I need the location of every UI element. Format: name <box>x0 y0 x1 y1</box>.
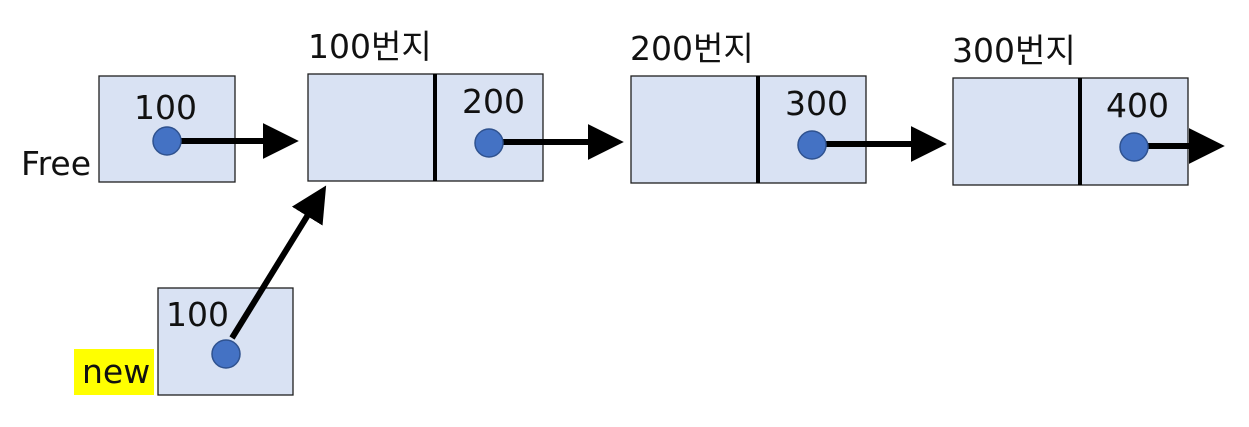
node-300-address: 300번지 <box>952 31 1076 70</box>
node-200-next-value: 300 <box>785 84 848 123</box>
node-200-address: 200번지 <box>630 29 754 68</box>
new-label: new <box>82 352 150 391</box>
node-300-pointer-dot <box>1119 132 1149 162</box>
node-300-box <box>952 77 1189 186</box>
new-to-node-100-arrow <box>229 185 327 340</box>
node-200-pointer-dot <box>797 130 827 160</box>
node-200-box <box>630 75 867 184</box>
node-100-address: 100번지 <box>308 27 432 66</box>
new-label-highlight <box>74 349 154 395</box>
node-300-next-value: 400 <box>1106 86 1169 125</box>
node-100-next-value: 200 <box>462 82 525 121</box>
free-label: Free <box>21 144 91 183</box>
node-100-box <box>307 73 544 182</box>
new-pointer-dot <box>211 339 241 369</box>
free-pointer-dot <box>152 126 182 156</box>
free-pointer-value: 100 <box>134 88 197 127</box>
new-pointer-value: 100 <box>166 295 229 334</box>
node-100-pointer-dot <box>474 128 504 158</box>
